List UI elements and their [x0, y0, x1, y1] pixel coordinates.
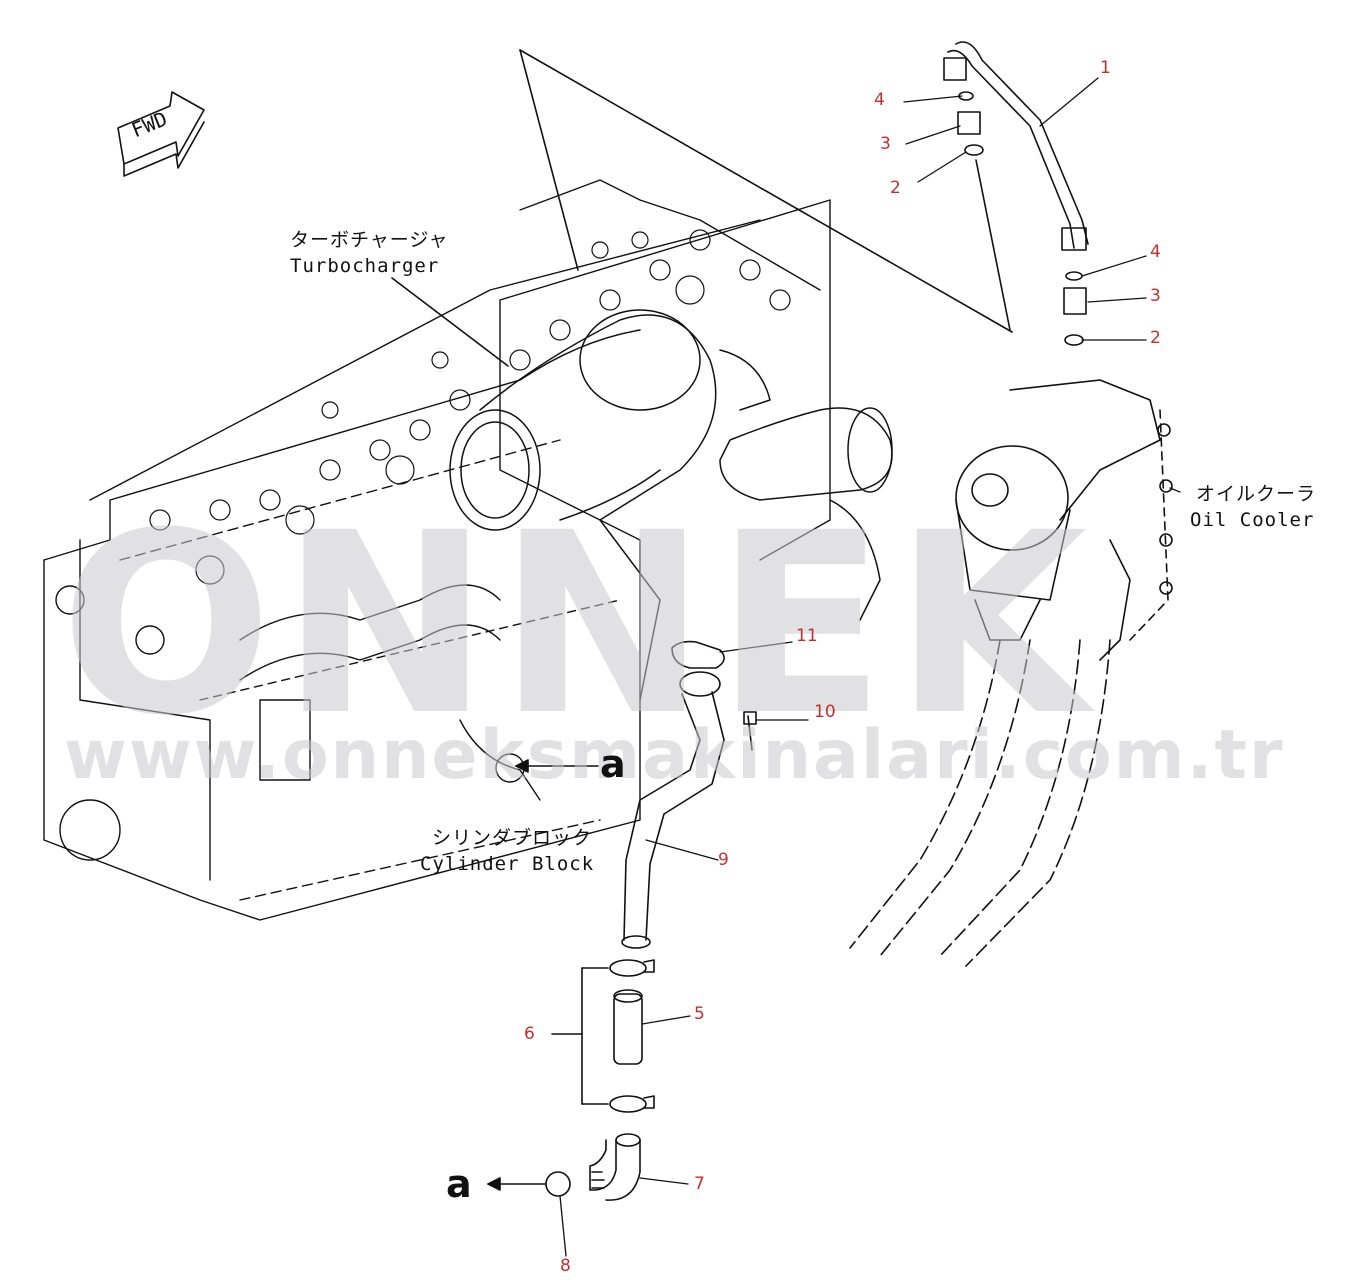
callout-6: 6	[524, 1024, 535, 1044]
watermark-url: www.onneksmakinalari.com.tr	[64, 716, 1285, 795]
callout-10: 10	[814, 702, 836, 722]
turbocharger-en-label: Turbocharger	[290, 255, 440, 277]
hose-and-clamps	[551, 959, 655, 1113]
callout-7: 7	[694, 1174, 705, 1194]
callout-1: 1	[1100, 58, 1111, 78]
fwd-arrow-icon	[117, 91, 205, 177]
reference-mark-a-lower: a	[446, 1162, 472, 1206]
callout-5: 5	[694, 1004, 705, 1024]
engine-block	[43, 179, 831, 921]
cylinder-block-en-label: Cylinder Block	[420, 853, 595, 875]
cylinder-block-jp-label: シリンダブロック	[432, 827, 593, 849]
turbocharger-jp-label: ターボチャージャ	[290, 229, 449, 251]
reference-mark-a-upper: a	[600, 742, 626, 786]
upper-fittings	[957, 91, 1087, 346]
callout-3-upper: 3	[880, 134, 891, 154]
callout-4-lower: 4	[1150, 242, 1161, 262]
turbocharger-drawing	[449, 309, 893, 701]
oil-cooler-jp-label: オイルクーラ	[1196, 483, 1317, 505]
callout-2-lower: 2	[1150, 328, 1161, 348]
callout-9: 9	[718, 850, 729, 870]
elbow-and-oring	[487, 1133, 641, 1201]
callout-8: 8	[560, 1256, 571, 1276]
callout-11: 11	[796, 626, 818, 646]
oil-cooler-drawing	[849, 379, 1173, 967]
watermark-brand: ONNEK	[60, 479, 1096, 770]
oil-feed-pipe	[943, 41, 1089, 251]
callout-4-upper: 4	[874, 90, 885, 110]
callout-leaders	[559, 77, 1181, 1257]
drain-pipe-assembly	[621, 640, 757, 949]
callout-2-upper: 2	[890, 178, 901, 198]
oil-cooler-en-label: Oil Cooler	[1190, 509, 1315, 531]
callout-3-lower: 3	[1150, 286, 1161, 306]
